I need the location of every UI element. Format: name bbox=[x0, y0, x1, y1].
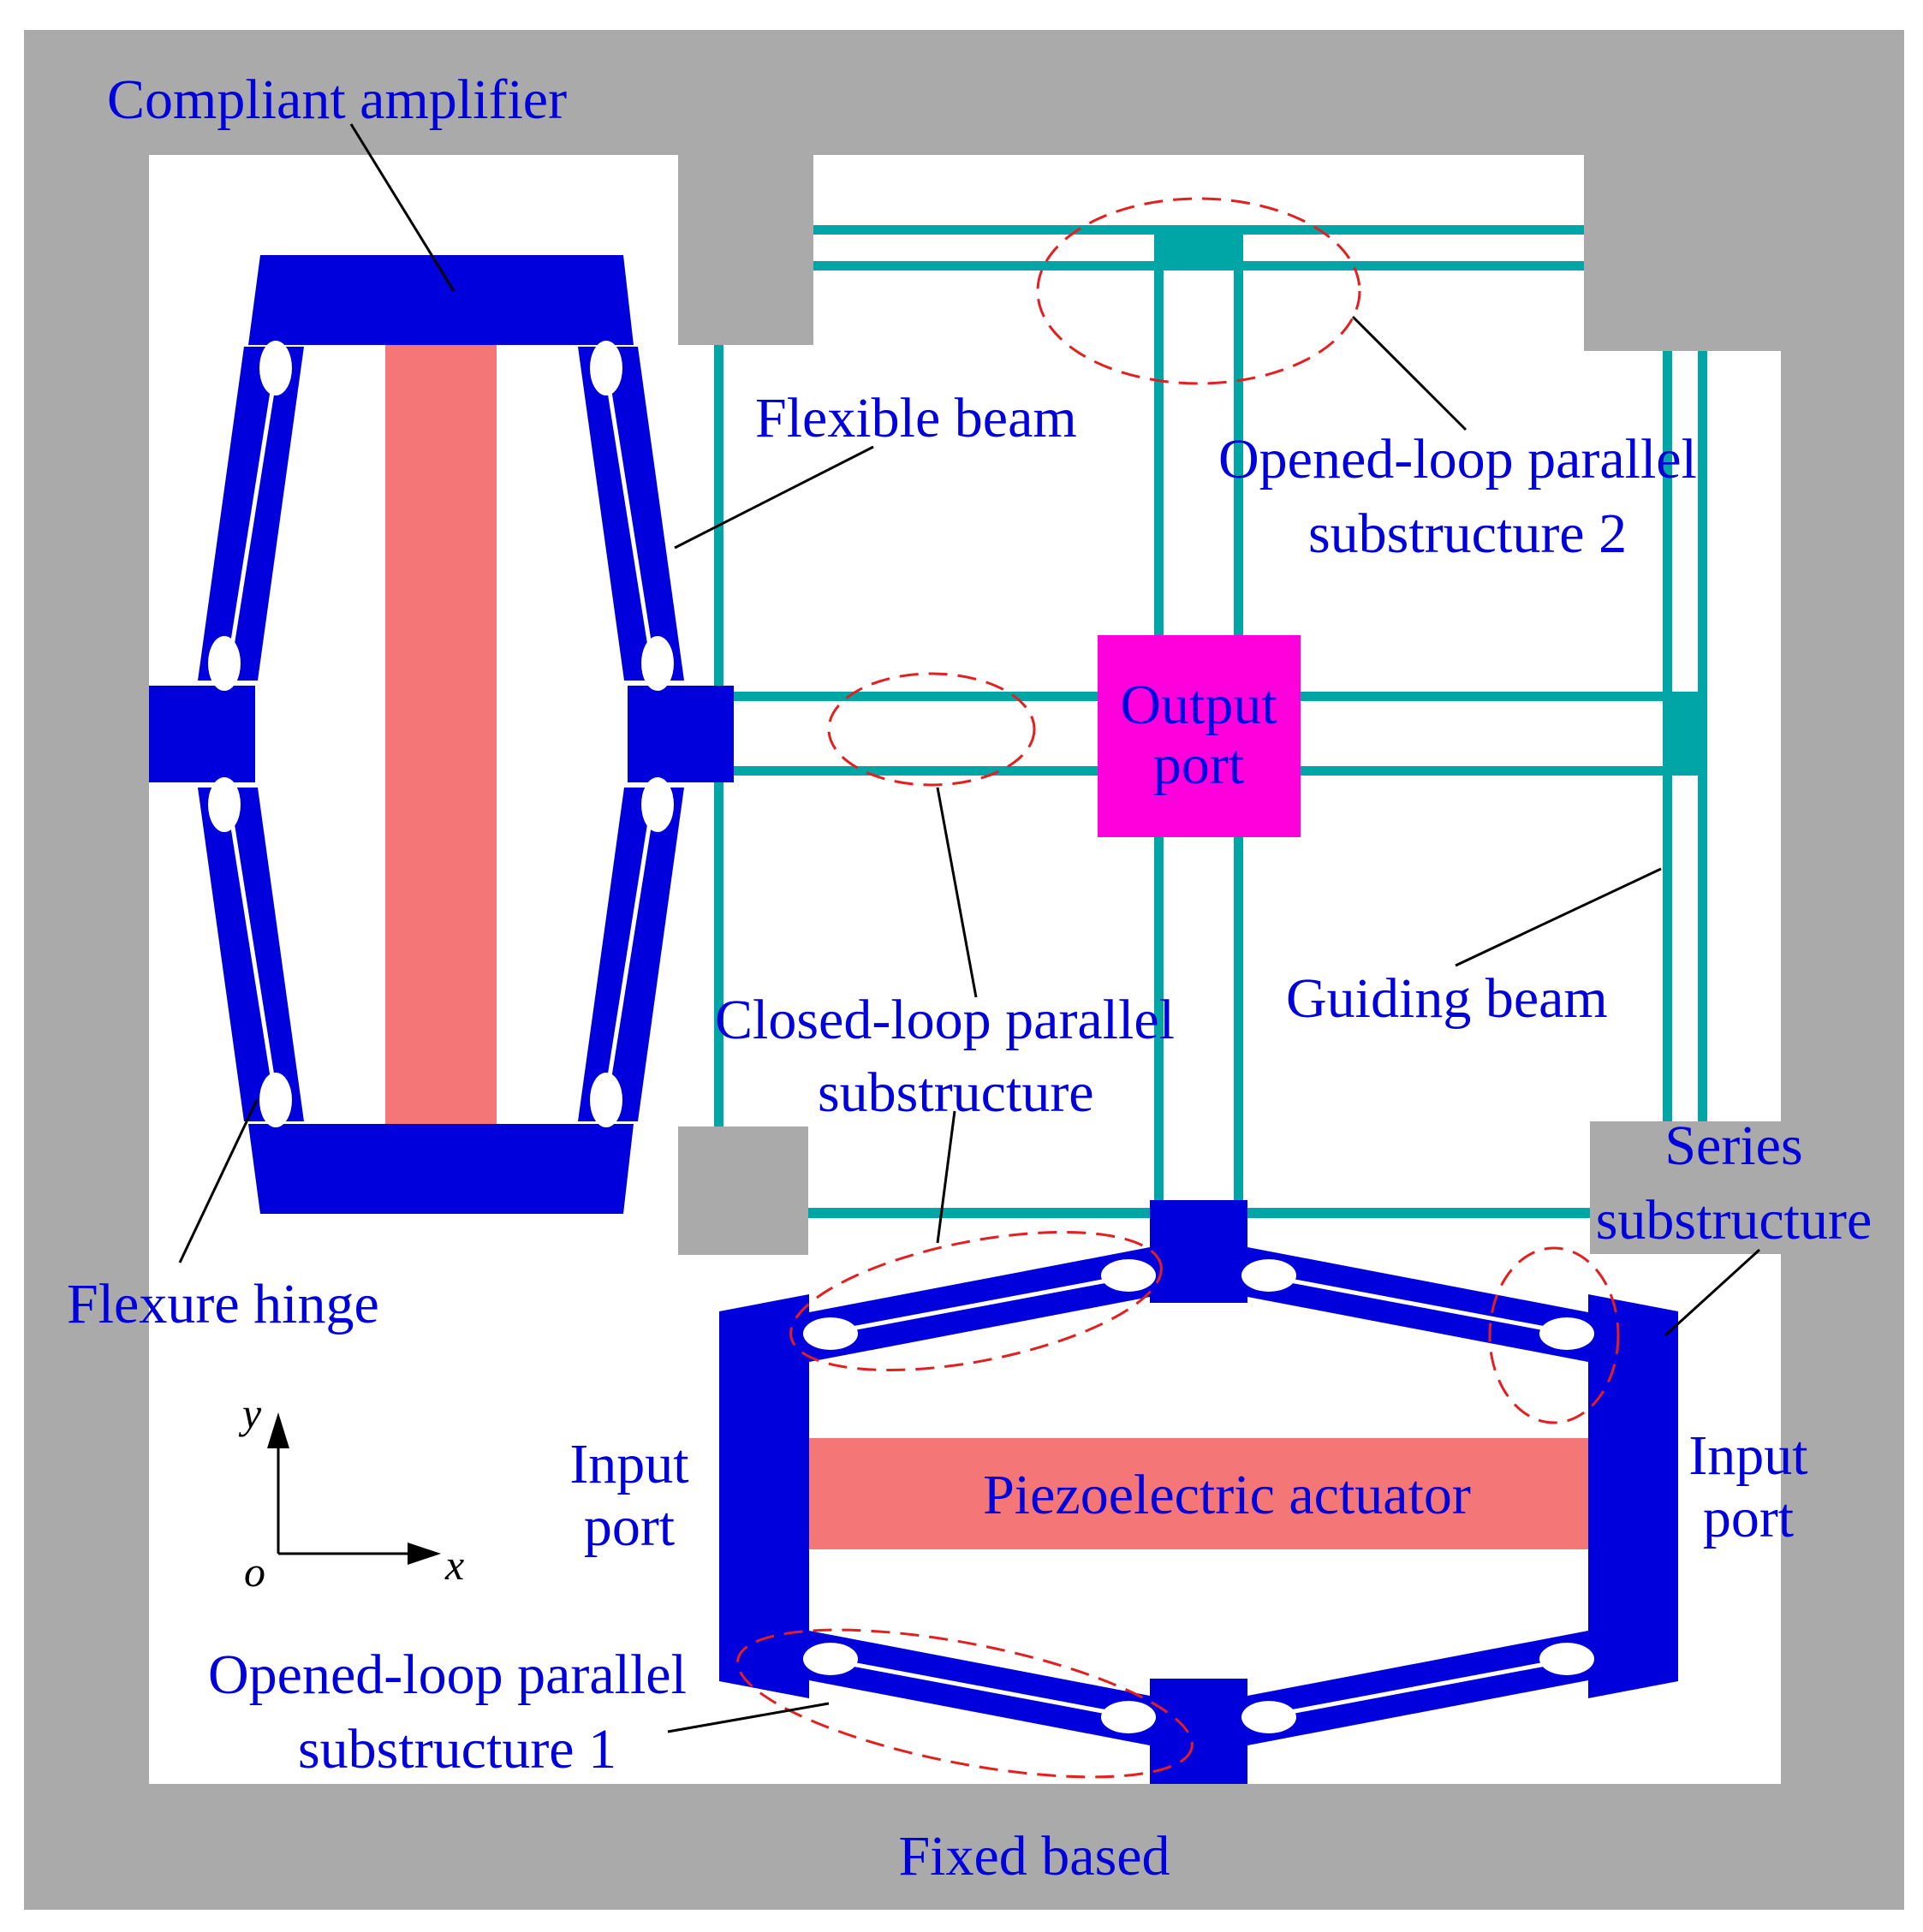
flexure-hinge bbox=[1539, 1643, 1594, 1675]
anchor-block-left bbox=[678, 1127, 808, 1255]
label-compliant-amplifier: Compliant amplifier bbox=[107, 68, 567, 131]
axis-y-label: y bbox=[238, 1389, 262, 1437]
fixed-base-frame bbox=[24, 30, 1904, 1910]
leader-opened-loop-1 bbox=[667, 1702, 830, 1733]
amplifier-bottom-hub bbox=[1150, 1679, 1247, 1784]
x-axis-arrowhead bbox=[408, 1543, 441, 1565]
flexure-hinge bbox=[641, 636, 674, 691]
input-port-left-block bbox=[719, 1294, 809, 1698]
closed-loop-highlight-beam bbox=[827, 672, 1036, 787]
label-series-line2: substructure bbox=[1596, 1189, 1872, 1251]
flexure-hinge bbox=[590, 341, 622, 395]
arm-slot bbox=[851, 1278, 1108, 1331]
flexure-hinge bbox=[208, 777, 241, 832]
arm-slot bbox=[1289, 1278, 1546, 1331]
label-flexure-hinge: Flexure hinge bbox=[67, 1273, 379, 1335]
label-fixed-based: Fixed based bbox=[898, 1825, 1170, 1887]
output-port-block bbox=[1098, 635, 1301, 837]
label-opened-loop-2-line2: substructure 2 bbox=[1308, 502, 1627, 565]
amplifier-top-block bbox=[248, 255, 634, 345]
label-closed-loop-line1: Closed-loop parallel bbox=[715, 989, 1175, 1051]
flexure-hinge bbox=[1241, 1701, 1296, 1733]
flexure-hinge bbox=[641, 777, 674, 832]
label-flexible-beam: Flexible beam bbox=[755, 387, 1077, 449]
leader-flexible-beam bbox=[674, 445, 874, 550]
flexure-hinge bbox=[803, 1643, 858, 1675]
leader-compliant-amplifier bbox=[349, 123, 455, 292]
opened-loop-2-highlight bbox=[1036, 197, 1361, 385]
labels: Compliant amplifier Flexible beam Opened… bbox=[67, 68, 1872, 1887]
label-closed-loop-line2: substructure bbox=[818, 1061, 1094, 1124]
arm-slot bbox=[229, 821, 277, 1088]
coordinate-axes: x y o bbox=[238, 1389, 464, 1596]
flexure-hinge bbox=[1241, 1259, 1296, 1292]
label-input-port-left-line2: port bbox=[584, 1495, 675, 1558]
arm-slot bbox=[229, 380, 277, 647]
y-axis-arrowhead bbox=[267, 1412, 289, 1448]
piezoelectric-actuator-bar bbox=[809, 1438, 1588, 1549]
flexure-hinge bbox=[259, 341, 292, 395]
leader-closed-loop-arm bbox=[936, 1110, 956, 1244]
flexure-hinge bbox=[590, 1073, 622, 1127]
label-piezoelectric-actuator: Piezoelectric actuator bbox=[983, 1464, 1471, 1526]
flexure-hinge bbox=[1101, 1701, 1156, 1733]
amplifier-right-hub bbox=[628, 686, 734, 782]
label-output-port-line2: port bbox=[1153, 734, 1244, 796]
arm-slot bbox=[1289, 1662, 1546, 1715]
highlight-ellipses bbox=[736, 197, 1620, 1779]
label-input-port-right-line2: port bbox=[1703, 1487, 1794, 1549]
input-port-right-block bbox=[1588, 1294, 1678, 1698]
compliant-amplifier-vertical bbox=[149, 255, 734, 1214]
label-output-port-line1: Output bbox=[1120, 674, 1277, 736]
top-beam-junction bbox=[1154, 225, 1243, 270]
label-input-port-left-line1: Input bbox=[569, 1433, 688, 1495]
fixed-base bbox=[24, 30, 1904, 1910]
label-opened-loop-1-line1: Opened-loop parallel bbox=[208, 1644, 687, 1706]
opened-loop-1-highlight bbox=[736, 1628, 1194, 1779]
amplifier-top-hub bbox=[1150, 1200, 1247, 1303]
flexure-hinge bbox=[1539, 1317, 1594, 1350]
flexure-hinge bbox=[259, 1073, 292, 1127]
compliant-amplifier-horizontal bbox=[719, 1200, 1678, 1784]
leader-opened-loop-2 bbox=[1351, 315, 1468, 431]
leader-closed-loop-beam bbox=[936, 787, 978, 998]
leader-series bbox=[1664, 1248, 1761, 1337]
arm-slot bbox=[851, 1662, 1108, 1715]
flexure-hinge bbox=[1101, 1259, 1156, 1292]
leader-lines bbox=[178, 123, 1761, 1733]
label-input-port-right-line1: Input bbox=[1688, 1424, 1807, 1487]
axis-x-label: x bbox=[444, 1541, 464, 1589]
axis-origin-label: o bbox=[244, 1548, 265, 1596]
arm-slot bbox=[605, 821, 652, 1088]
right-beam-junction bbox=[1663, 692, 1707, 776]
leader-flexure-hinge bbox=[178, 1099, 259, 1263]
series-highlight bbox=[1488, 1246, 1620, 1424]
label-guiding-beam: Guiding beam bbox=[1286, 967, 1608, 1030]
flexure-hinge bbox=[803, 1317, 858, 1350]
label-opened-loop-1-line2: substructure 1 bbox=[298, 1718, 616, 1780]
amplifier-left-hub bbox=[149, 686, 255, 782]
closed-loop-highlight-arm bbox=[789, 1230, 1163, 1372]
leader-guiding-beam bbox=[1455, 867, 1662, 967]
label-series-line1: Series bbox=[1664, 1115, 1802, 1177]
amplifier-bottom-block bbox=[248, 1124, 634, 1214]
label-opened-loop-2-line1: Opened-loop parallel bbox=[1218, 428, 1697, 490]
arm-slot bbox=[605, 380, 652, 647]
anchor-block-right bbox=[1590, 1121, 1781, 1254]
flexure-hinge bbox=[208, 636, 241, 691]
vertical-piezo-actuator bbox=[385, 345, 497, 1124]
